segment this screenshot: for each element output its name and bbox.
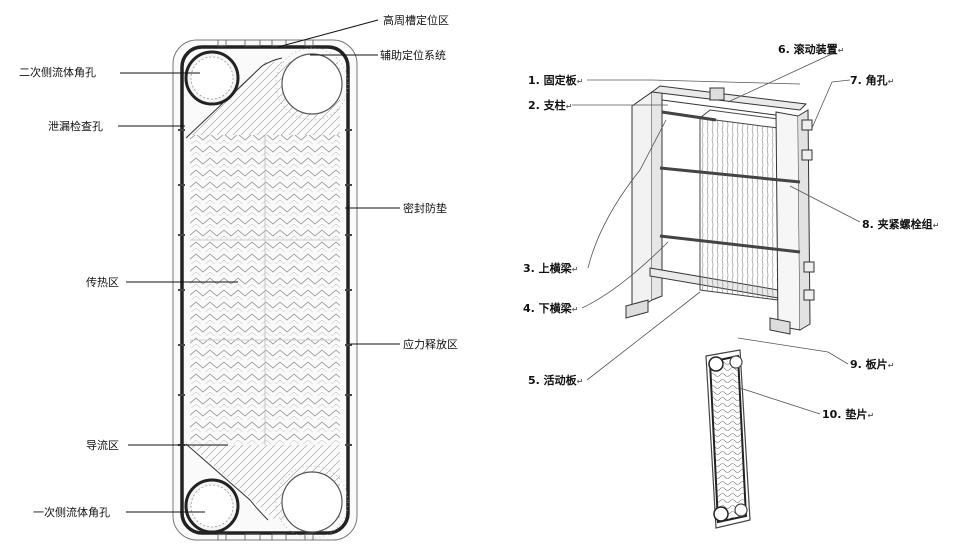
lower-right-port-hole: [281, 471, 343, 533]
port-ring: [190, 484, 234, 528]
label-plates: 9. 板片↵: [850, 357, 894, 371]
leader-high-groove: [277, 19, 379, 48]
return-mark: ↵: [933, 221, 940, 230]
return-mark: ↵: [572, 265, 579, 274]
movable-plate-front: [775, 111, 801, 331]
label-gasket-sheet-text: 10. 垫片: [822, 407, 867, 421]
label-roller-text: 6. 滚动装置: [778, 42, 838, 56]
return-mark: ↵: [572, 305, 579, 314]
bottom-locating-notches: [217, 533, 314, 540]
foot: [625, 299, 649, 319]
fixed-plate: [631, 91, 653, 313]
label-column-text: 2. 支柱: [528, 98, 566, 112]
label-column: 2. 支柱↵: [528, 98, 572, 112]
leader-roller: [727, 51, 837, 103]
return-mark: ↵: [577, 77, 584, 86]
leader-gasket-sheet: [739, 387, 821, 415]
plate-port: [729, 355, 743, 369]
return-mark: ↵: [577, 377, 584, 386]
leader-port-a: [831, 79, 851, 83]
label-aux-locating: 辅助定位系统: [380, 48, 446, 62]
port-ring: [275, 465, 349, 539]
clamp-bolt: [659, 234, 801, 254]
label-bolts: 8. 夹紧螺栓组↵: [862, 217, 939, 231]
leader-lower-beam: [581, 241, 669, 309]
foot: [769, 317, 791, 335]
port-nozzles: [801, 119, 815, 301]
port-ring: [190, 56, 234, 100]
gasket-diagonal-top: [185, 57, 283, 139]
label-distribution: 导流区: [86, 438, 119, 452]
return-mark: ↵: [867, 411, 874, 420]
label-lower-beam: 4. 下横梁↵: [523, 301, 578, 315]
loose-plate-gasket: [708, 354, 748, 524]
label-fixed-plate: 1. 固定板↵: [528, 73, 583, 87]
left-leaders: [118, 19, 400, 513]
label-port: 7. 角孔↵: [850, 73, 894, 87]
label-secondary-port: 二次侧流体角孔: [19, 65, 96, 79]
label-plates-text: 9. 板片: [850, 357, 888, 371]
label-movable-plate: 5. 活动板↵: [528, 373, 583, 387]
label-upper-beam-text: 3. 上横梁: [523, 261, 573, 275]
label-fixed-plate-text: 1. 固定板: [528, 73, 578, 87]
label-gasket: 密封防垫: [403, 201, 447, 215]
label-lower-beam-text: 4. 下横梁: [523, 301, 573, 315]
return-mark: ↵: [888, 361, 895, 370]
plate-port: [713, 506, 729, 522]
upper-beam-shape: [650, 85, 808, 111]
gasket-diagonal-bottom: [185, 443, 269, 521]
label-port-text: 7. 角孔: [850, 73, 888, 87]
movable-plate-side: [797, 109, 811, 331]
label-bolts-text: 8. 夹紧螺栓组: [862, 217, 933, 231]
label-upper-beam: 3. 上横梁↵: [523, 261, 578, 275]
label-high-groove: 高周槽定位区: [383, 13, 449, 27]
leader-upper-beam: [587, 119, 667, 269]
plate-pack: [699, 117, 779, 301]
leader-plates: [737, 337, 849, 365]
port-ring: [275, 47, 349, 121]
leader-bolts: [789, 185, 861, 223]
clamp-bolt: [659, 166, 801, 184]
return-mark: ↵: [838, 46, 845, 55]
upper-beam-edge: [661, 99, 799, 119]
top-locating-notches: [217, 40, 314, 47]
return-mark: ↵: [566, 102, 573, 111]
label-gasket-sheet: 10. 垫片↵: [822, 407, 874, 421]
leader-movable-plate: [586, 291, 701, 381]
return-mark: ↵: [888, 77, 895, 86]
exchanger-assembly: [625, 85, 815, 335]
leader-port-b: [811, 81, 833, 129]
roller-device: [709, 87, 725, 101]
right-leaders: [572, 51, 861, 415]
plate-detail: [172, 39, 358, 541]
label-roller: 6. 滚动装置↵: [778, 42, 844, 56]
loose-plate: [705, 349, 751, 529]
label-primary-port: 一次侧流体角孔: [33, 505, 110, 519]
upper-right-port-hole: [281, 53, 343, 115]
leader-fixed-plate-ext: [651, 79, 801, 85]
label-heat-zone: 传热区: [86, 276, 119, 289]
plate-port: [708, 356, 724, 372]
label-movable-plate-text: 5. 活动板: [528, 373, 578, 387]
label-leak-check: 泄漏检查孔: [48, 119, 103, 133]
plate-port: [734, 503, 748, 517]
label-stress-relief: 应力释放区: [403, 337, 458, 351]
clamp-bolt: [661, 110, 717, 122]
